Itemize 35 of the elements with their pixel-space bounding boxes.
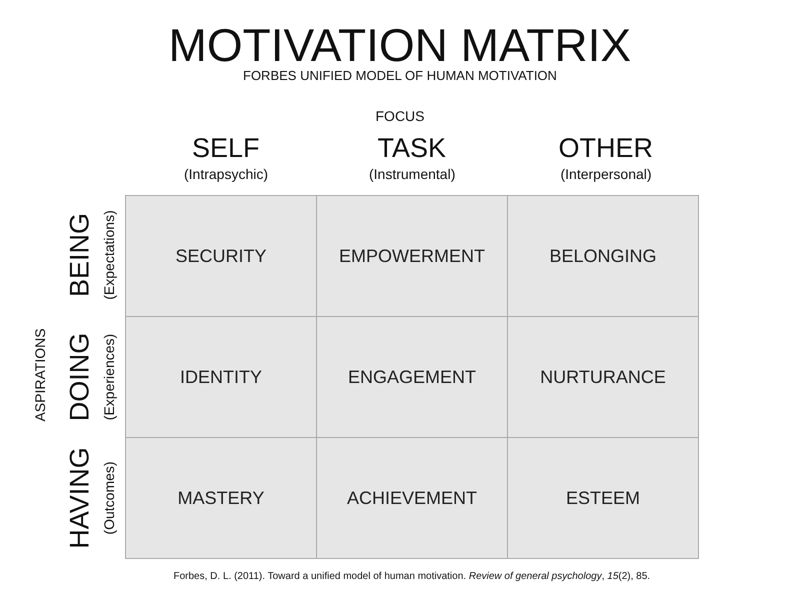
row-header: DOING (66, 332, 94, 422)
cell-label: ENGAGEMENT (348, 366, 476, 388)
row-subheader: (Outcomes) (102, 461, 116, 535)
matrix-cell (316, 195, 508, 317)
matrix-cell (125, 195, 317, 317)
cell-label: NURTURANCE (540, 366, 666, 388)
subtitle: FORBES UNIFIED MODEL OF HUMAN MOTIVATION (243, 68, 557, 82)
axis-title: ASPIRATIONS (33, 328, 47, 422)
matrix-cell (507, 437, 699, 559)
row-header: HAVING (66, 447, 94, 549)
matrix-cell (507, 195, 699, 317)
citation: Forbes, D. L. (2011). Toward a unified model of human motivation. Review of general psychology, 15(2), 85. (174, 572, 650, 582)
cell-label: MASTERY (178, 488, 264, 508)
matrix-cell (316, 437, 508, 559)
title: MOTIVATION MATRIX (168, 22, 632, 68)
column-subheader: (Interpersonal) (560, 167, 652, 181)
column-header: TASK (378, 134, 446, 162)
cell-label: ACHIEVEMENT (346, 488, 478, 508)
cell-label: SECURITY (175, 246, 266, 266)
cell-label: EMPOWERMENT (339, 246, 485, 266)
matrix-cell (507, 316, 699, 438)
cell-label: ESTEEM (566, 488, 640, 508)
cell-label: BELONGING (549, 246, 657, 266)
row-subheader: (Expectations) (102, 210, 116, 300)
row-subheader: (Experiences) (102, 334, 116, 420)
column-subheader: (Intrapsychic) (184, 167, 268, 181)
column-header: SELF (192, 134, 260, 162)
cell-label: IDENTITY (180, 366, 262, 388)
row-header: BEING (66, 212, 94, 298)
matrix-cell (316, 316, 508, 438)
column-subheader: (Instrumental) (369, 167, 456, 181)
column-header: OTHER (558, 134, 653, 162)
axis-title: FOCUS (376, 109, 424, 123)
matrix-cell (125, 316, 317, 438)
matrix-cell (125, 437, 317, 559)
